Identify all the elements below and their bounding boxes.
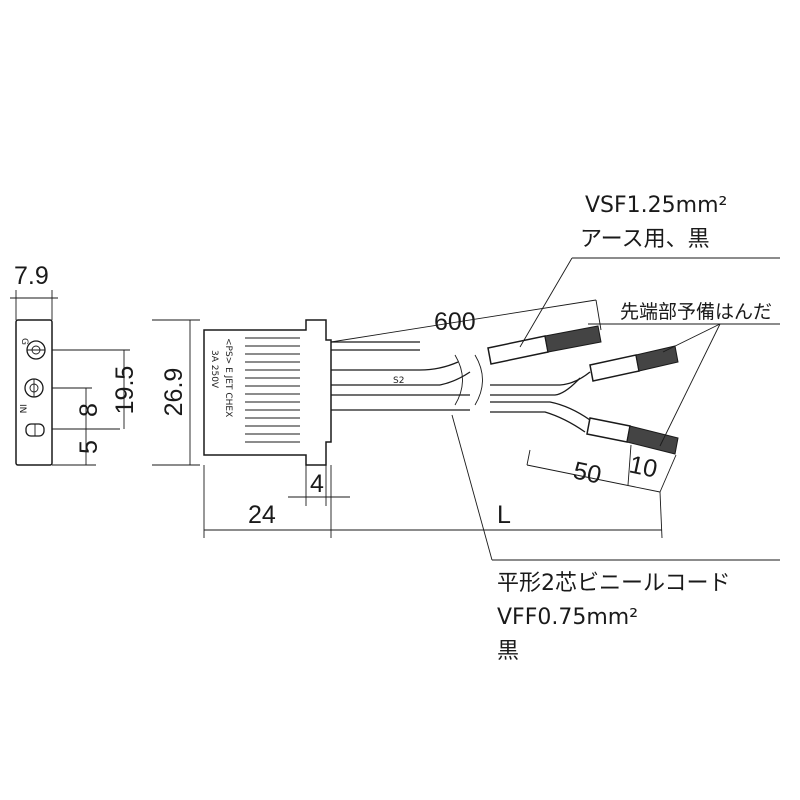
front-view: G IN (15, 319, 53, 466)
dim-body-height: 26.9 (152, 319, 200, 466)
ground-wire-use-label: アース用、黒 (580, 227, 710, 252)
wire-tag: S2 (393, 376, 404, 386)
conductor-a-tinned-tip (635, 345, 679, 372)
break-marks (454, 354, 483, 406)
front-g-marking: G (19, 338, 29, 345)
cord-color-label: 黒 (497, 639, 519, 664)
side-view: <PS> E JET CHEX 3A 250V (203, 319, 332, 466)
tip-note-label: 先端部予備はんだ (620, 301, 772, 323)
dim-pin-pitch-1-label: 8 (75, 403, 103, 417)
connector-body (203, 319, 332, 466)
dim-50-10: 50 10 (526, 444, 677, 493)
dim-front-width: 7.9 (10, 262, 58, 320)
ground-wire-callout: VSF1.25mm² アース用、黒 (519, 193, 780, 348)
conductor-b-tinned-tip (626, 425, 679, 455)
connector-ribs (245, 337, 300, 443)
dim-pin-pitches: 8 5 19.5 (52, 349, 139, 466)
dim-pin-span-label: 19.5 (111, 366, 139, 415)
ground-wire-tinned-tip (544, 325, 602, 353)
tip-note-callout: 先端部予備はんだ (588, 301, 780, 447)
cord-type-label: 平形2芯ビニールコード (497, 571, 731, 596)
side-marking-line1: <PS> E JET CHEX (223, 338, 233, 417)
ground-wire-spec-label: VSF1.25mm² (585, 193, 727, 218)
dim-4: 4 (288, 465, 350, 506)
ground-wire-end (487, 335, 549, 365)
flat-cord: S2 (331, 345, 679, 455)
ground-wire (331, 325, 602, 365)
dim-600: 600 (330, 299, 602, 343)
cord-spec-label: VFF0.75mm² (497, 605, 638, 630)
side-marking-line2: 3A 250V (209, 350, 219, 389)
dim-body-height-label: 26.9 (160, 368, 188, 417)
dim-front-width-label: 7.9 (14, 262, 49, 290)
dim-4-label: 4 (310, 470, 324, 498)
dim-pin-pitch-2-label: 5 (75, 440, 103, 454)
dim-24-label: 24 (248, 501, 276, 529)
front-in-marking: IN (17, 404, 27, 413)
dim-10-label: 10 (627, 450, 660, 483)
dim-50-label: 50 (571, 456, 604, 489)
conductor-b-end (586, 417, 631, 443)
dim-24-L: 24 L (203, 465, 663, 539)
dim-L-label: L (497, 501, 511, 529)
cord-callout: 平形2芯ビニールコード VFF0.75mm² 黒 (451, 414, 780, 664)
dim-600-label: 600 (434, 308, 476, 336)
conductor-a-end (589, 354, 640, 382)
